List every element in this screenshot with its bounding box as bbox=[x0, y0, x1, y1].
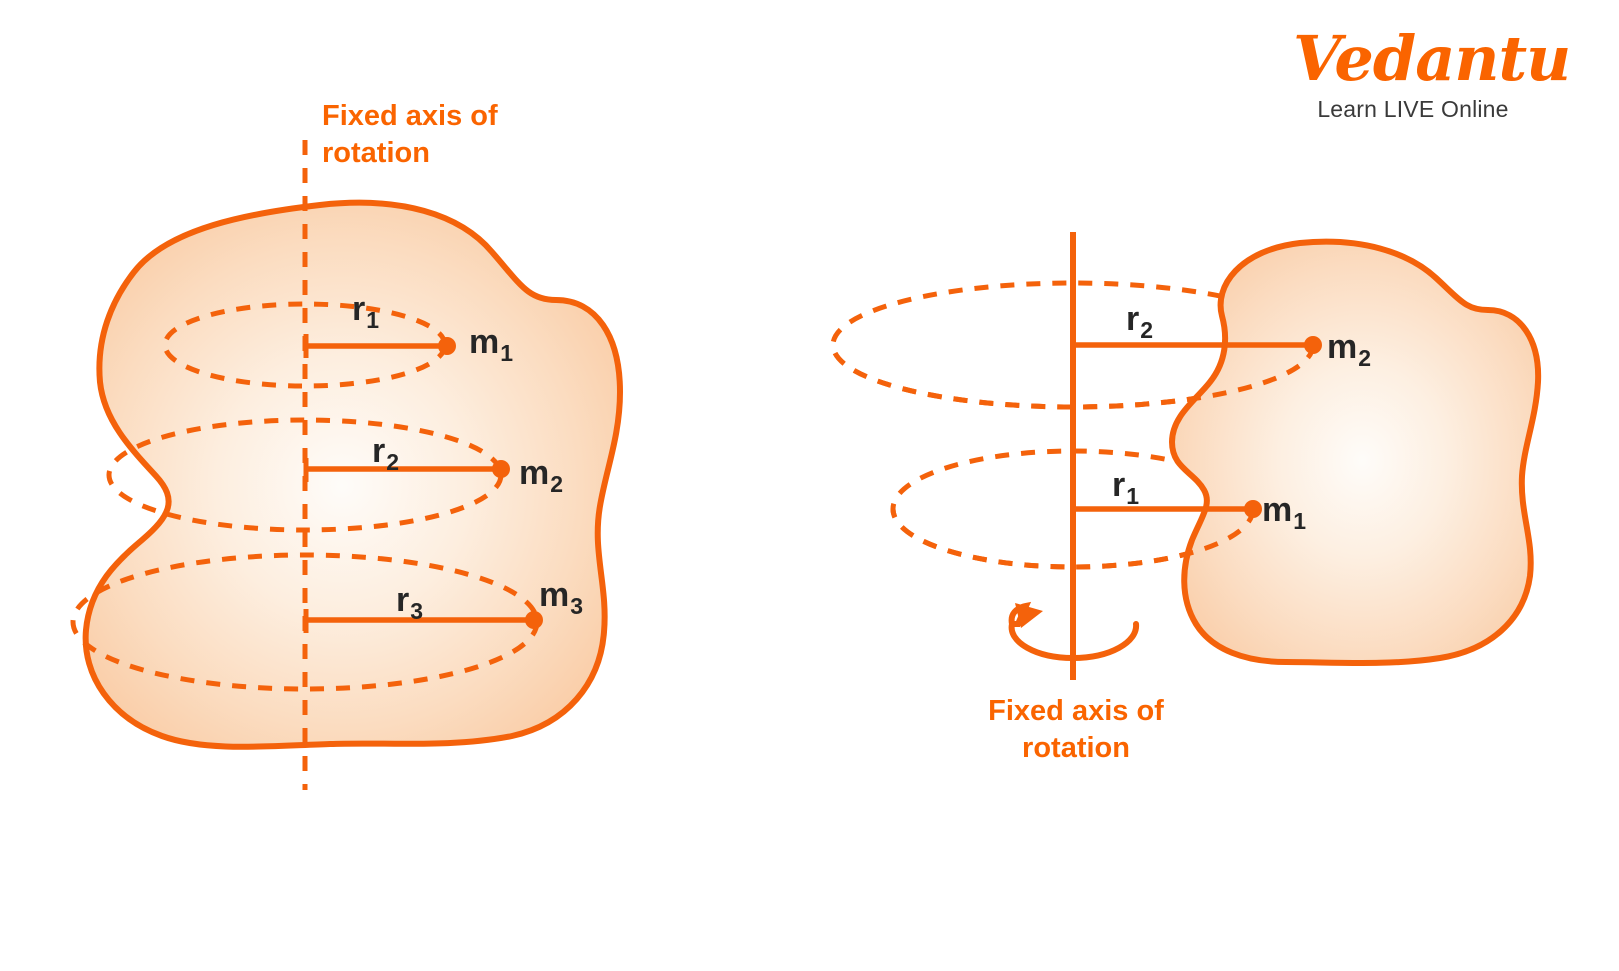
mass-symbol: m bbox=[1262, 491, 1293, 529]
radius-subscript: 1 bbox=[366, 306, 380, 333]
mass-symbol: m bbox=[539, 576, 570, 614]
rotation-arrow-head bbox=[1008, 601, 1032, 627]
radius-label-r2-right: r2 bbox=[1126, 302, 1153, 342]
orbit-ellipse-1-right-front bbox=[890, 508, 1256, 570]
mass-symbol: m bbox=[519, 454, 550, 492]
left-figure bbox=[70, 140, 623, 790]
radius-label-r1-right: r1 bbox=[1112, 468, 1139, 508]
radius-subscript: 3 bbox=[410, 597, 424, 624]
right-figure bbox=[830, 232, 1542, 680]
orbit-ellipse-2-right-front bbox=[830, 344, 1316, 410]
particle-dot-m2-right bbox=[1304, 336, 1322, 354]
mass-subscript: 1 bbox=[500, 339, 514, 366]
mass-subscript: 2 bbox=[550, 470, 564, 497]
radius-subscript: 2 bbox=[1140, 316, 1154, 343]
mass-label-m3-left: m3 bbox=[539, 578, 583, 618]
radius-symbol: r bbox=[1126, 300, 1140, 338]
rotation-direction-arrow bbox=[1008, 621, 1140, 662]
mass-subscript: 1 bbox=[1293, 507, 1307, 534]
radius-subscript: 2 bbox=[386, 448, 400, 475]
radius-label-r1-left: r1 bbox=[352, 292, 379, 332]
rigid-body-shape-right bbox=[1169, 238, 1542, 666]
particle-dot-m3-left bbox=[525, 611, 543, 629]
brand-tagline: Learn LIVE Online bbox=[1317, 96, 1509, 122]
radius-label-r2-left: r2 bbox=[372, 434, 399, 474]
mass-label-m2-right: m2 bbox=[1327, 330, 1371, 370]
mass-subscript: 2 bbox=[1358, 344, 1372, 371]
radius-symbol: r bbox=[372, 432, 386, 470]
brand-wordmark: Vedantu bbox=[1293, 22, 1571, 95]
fixed-axis-caption-right: Fixed axis of rotation bbox=[988, 695, 1164, 765]
radius-symbol: r bbox=[352, 290, 366, 328]
mass-symbol: m bbox=[1327, 328, 1358, 366]
particle-dot-m2-left bbox=[492, 460, 510, 478]
mass-label-m2-left: m2 bbox=[519, 456, 563, 496]
radius-label-r3-left: r3 bbox=[396, 583, 423, 623]
radius-symbol: r bbox=[1112, 466, 1126, 504]
mass-label-m1-right: m1 bbox=[1262, 493, 1306, 533]
particle-dot-m1-left bbox=[438, 337, 456, 355]
radius-symbol: r bbox=[396, 581, 410, 619]
mass-label-m1-left: m1 bbox=[469, 325, 513, 365]
particle-dot-m1-right bbox=[1244, 500, 1262, 518]
mass-symbol: m bbox=[469, 323, 500, 361]
rotation-arrow-tip-icon bbox=[1015, 603, 1043, 628]
fixed-axis-caption-left: Fixed axis of rotation bbox=[322, 100, 498, 170]
vedantu-logo[interactable]: Vedantu Learn LIVE Online bbox=[1293, 22, 1571, 123]
rigid-body-shape-left bbox=[82, 199, 623, 750]
radius-subscript: 1 bbox=[1126, 482, 1140, 509]
mass-subscript: 3 bbox=[570, 592, 584, 619]
